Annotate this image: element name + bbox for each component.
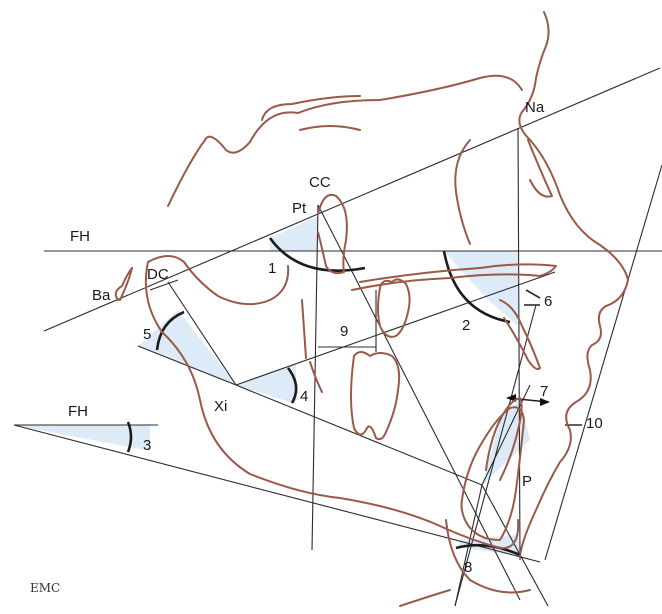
label-pt: Pt (292, 200, 307, 217)
e-line (544, 164, 662, 561)
number-4: 4 (300, 388, 308, 405)
nasal-outline (527, 139, 553, 198)
angle-numbers: 1 2 3 4 5 6 7 8 9 10 (143, 260, 603, 576)
inner-contour (299, 125, 361, 131)
chin-line-b (481, 484, 549, 607)
pterygoid-outline (317, 193, 348, 275)
arc-8 (455, 543, 521, 557)
number-2: 2 (462, 317, 470, 334)
symphysis-outline (460, 406, 525, 541)
mandible-outline (144, 261, 520, 550)
label-ba: Ba (92, 287, 111, 304)
cranial-base-outline (167, 74, 523, 207)
molar-lower (350, 351, 401, 441)
shade-area-7 (482, 398, 530, 485)
tick-6b (525, 289, 541, 299)
shade-angle-4 (236, 364, 296, 404)
condyle-axis-line (167, 281, 237, 386)
label-cc: CC (309, 174, 331, 191)
ba-na-line (43, 67, 661, 332)
label-fh-bottom: FH (68, 403, 88, 420)
molar-upper (377, 278, 411, 338)
arc-4 (286, 367, 298, 404)
number-1: 1 (268, 260, 276, 277)
arc-2 (442, 250, 511, 324)
label-dc: DC (147, 266, 169, 283)
hyoid-fragment (301, 299, 323, 393)
facial-plane-line (454, 304, 537, 607)
shade-angle-5 (138, 310, 236, 385)
lower-profile-tail (399, 589, 451, 607)
sella-outline (261, 95, 361, 121)
number-3: 3 (143, 437, 151, 454)
shade-angle-1 (270, 216, 318, 251)
orbit-outline (454, 139, 471, 245)
dc-xi-perp-line (149, 279, 179, 291)
mandibular-plane-line (13, 424, 541, 563)
soft-chin (445, 519, 531, 594)
publisher-logo: EMC (30, 581, 60, 595)
label-p: P (522, 473, 532, 490)
arc-3 (126, 421, 133, 453)
cervical-fragment (114, 267, 133, 301)
arc-5 (155, 310, 185, 351)
construction-lines (13, 67, 662, 607)
number-5: 5 (143, 326, 151, 343)
number-8: 8 (464, 559, 472, 576)
label-xi: Xi (214, 398, 227, 415)
arc-1 (268, 237, 366, 272)
anatomical-tracing (114, 11, 629, 607)
number-9: 9 (340, 323, 348, 340)
lower-incisor (485, 397, 523, 481)
angle-arcs (126, 237, 550, 557)
number-10: 10 (586, 415, 603, 432)
frontal-nasal-outline (518, 11, 629, 557)
number-7: 7 (540, 383, 548, 400)
label-fh-top: FH (70, 228, 90, 245)
palatal-plane-line (235, 271, 556, 386)
upper-incisor (499, 299, 541, 370)
arrow-7-right (540, 398, 550, 406)
shade-angle-3 (14, 425, 150, 451)
number-6: 6 (544, 293, 552, 310)
maxilla-outline (351, 263, 557, 291)
point-labels: Na CC Pt FH FH DC Ba Xi P (68, 99, 545, 490)
label-na: Na (525, 99, 545, 116)
